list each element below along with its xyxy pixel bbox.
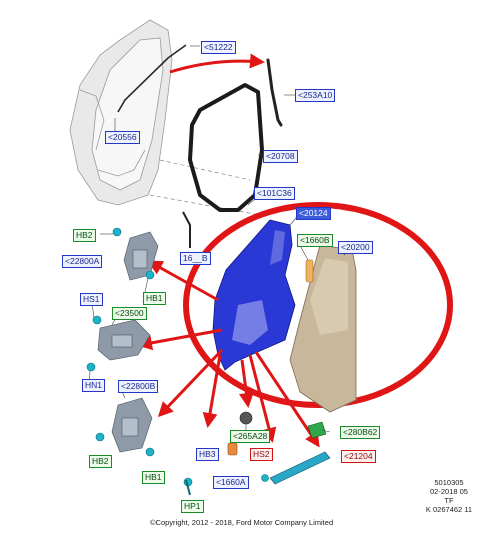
callout-101c36[interactable]: <101C36 (254, 187, 295, 200)
green-pad-part (307, 421, 327, 439)
meta-line-2: 02-2018 05 (430, 487, 468, 496)
body-side-frame (69, 19, 173, 206)
hp1-screw (185, 479, 191, 496)
callout-22800b[interactable]: <22800B (118, 380, 159, 393)
door-skin (289, 244, 357, 413)
meta-line-1: 5010305 (434, 478, 464, 487)
meta-line-4: K 0267462 11 (425, 505, 473, 514)
grommet-part (239, 411, 253, 425)
callout-20124[interactable]: <20124 (296, 207, 331, 220)
callout-hb1-bottom[interactable]: HB1 (142, 471, 165, 484)
meta-line-3: TF (444, 496, 454, 505)
callout-23500[interactable]: <23500 (112, 307, 147, 320)
callout-20200[interactable]: <20200 (338, 241, 373, 254)
callout-280b62[interactable]: <280B62 (340, 426, 381, 439)
callout-51222[interactable]: <51222 (201, 41, 236, 54)
assembly-arrows (137, 53, 320, 448)
highlight-ellipse (183, 202, 453, 408)
door-check-strap (97, 319, 151, 361)
door-opening-weatherstrip (188, 83, 264, 212)
alignment-guides (149, 159, 261, 216)
fastener-bolts (86, 227, 269, 487)
handle-bracket-part (305, 259, 314, 283)
callout-265a28[interactable]: <265A28 (230, 430, 271, 443)
glass-run-channel (117, 44, 187, 113)
callout-hb2-bottom[interactable]: HB2 (89, 455, 112, 468)
callout-hb2-top[interactable]: HB2 (73, 229, 96, 242)
callout-22800a[interactable]: <22800A (62, 255, 103, 268)
callout-hb3[interactable]: HB3 (196, 448, 219, 461)
callout-20556[interactable]: <20556 (105, 131, 140, 144)
callout-hs1[interactable]: HS1 (80, 293, 103, 306)
callout-1660a[interactable]: <1660A (213, 476, 249, 489)
callout-21204[interactable]: <21204 (341, 450, 376, 463)
callout-1660b[interactable]: <1660B (297, 234, 333, 247)
sill-moulding-part (269, 451, 331, 485)
callout-hs2[interactable]: HS2 (250, 448, 273, 461)
door-shell (212, 219, 296, 371)
drawing-metadata: 5010305 02-2018 05 TF K 0267462 11 (414, 478, 484, 514)
check-arm-cable (182, 211, 191, 248)
callout-20708[interactable]: <20708 (263, 150, 298, 163)
callout-hn1[interactable]: HN1 (82, 379, 106, 392)
latch-orange-part (227, 442, 238, 456)
callout-hb1-top[interactable]: HB1 (143, 292, 166, 305)
weatherstrip-seal-small (266, 58, 283, 127)
lower-hinge (111, 397, 153, 453)
copyright-notice: ©Copyright, 2012 - 2018, Ford Motor Comp… (150, 518, 334, 527)
callout-253a10[interactable]: <253A10 (295, 89, 336, 102)
callout-16xxb[interactable]: 16__B (180, 252, 211, 265)
callout-hp1[interactable]: HP1 (181, 500, 204, 513)
